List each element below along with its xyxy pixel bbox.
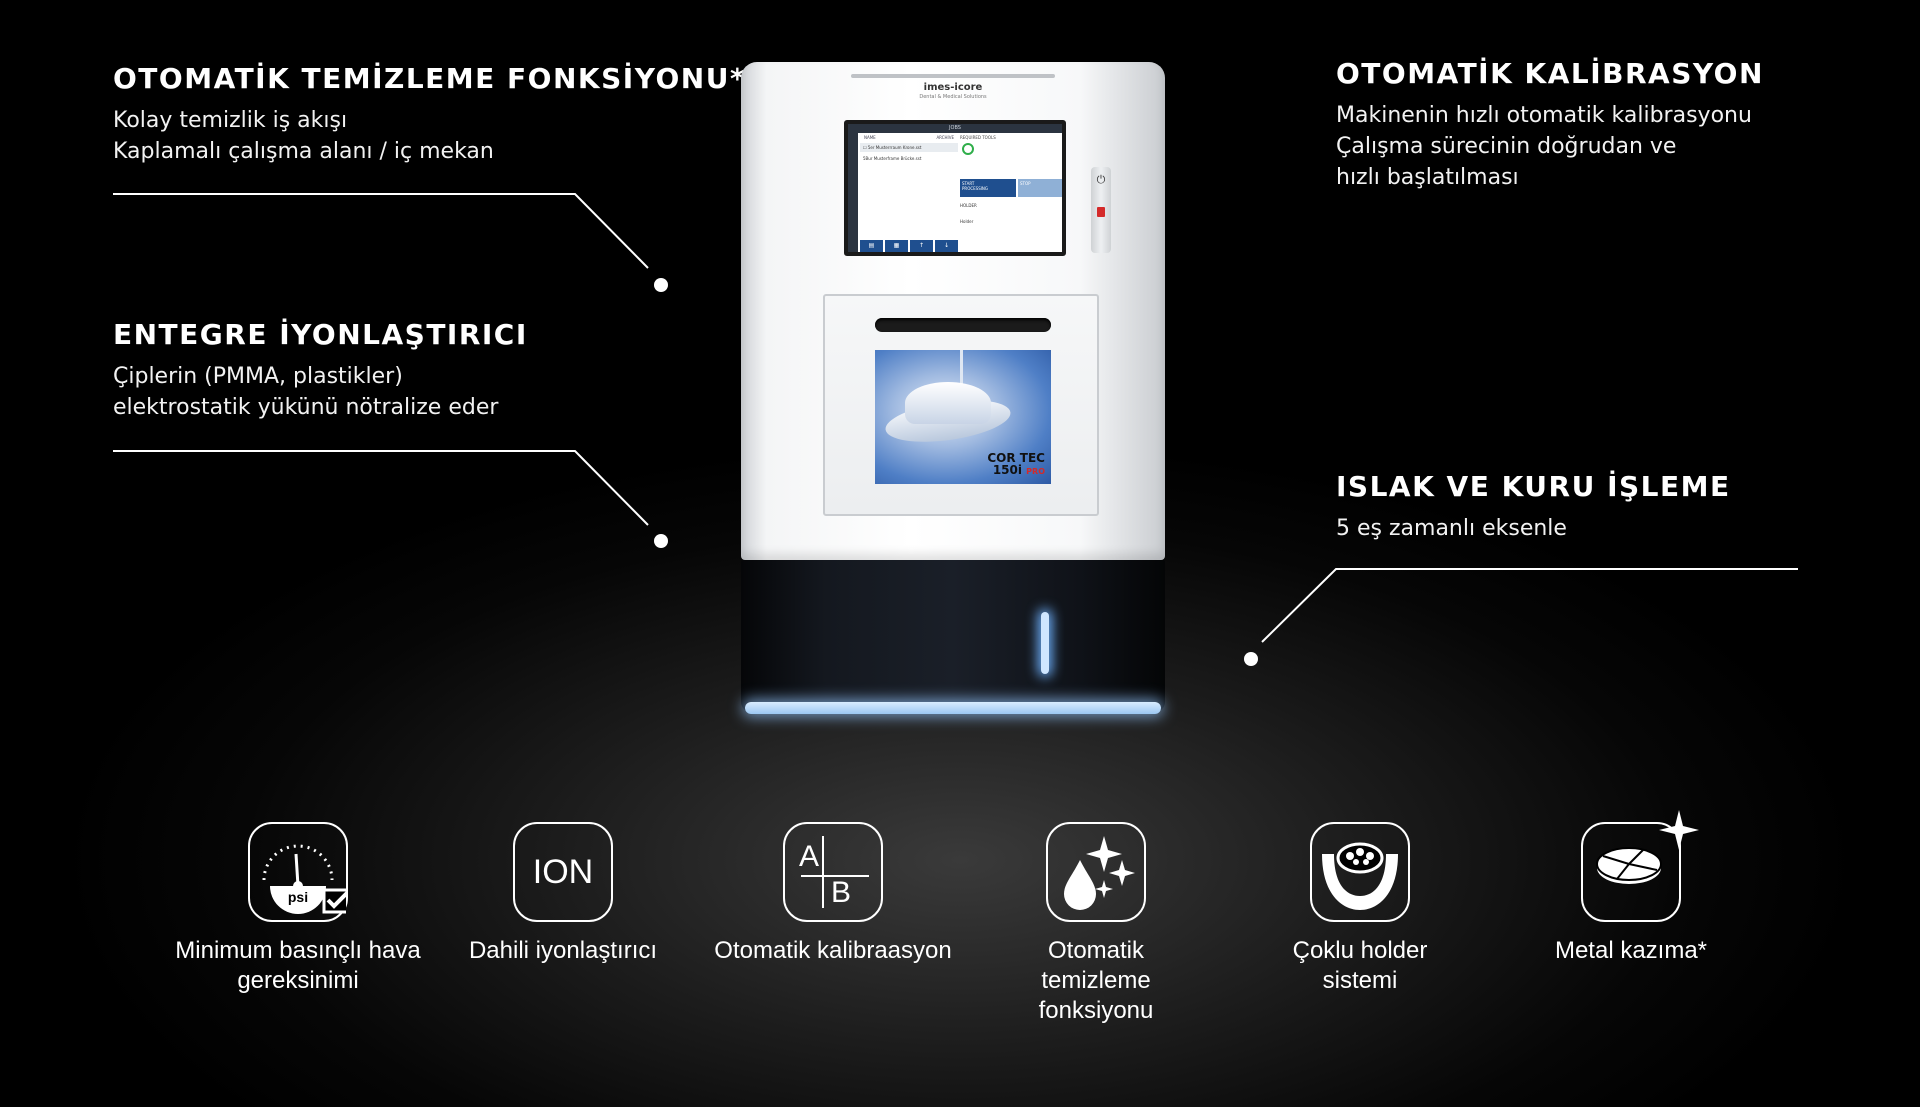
metal-disc-glyph — [1596, 810, 1699, 884]
calibration-cross — [801, 836, 869, 908]
icon-feature-multi-holder: Çoklu holder sistemi — [1250, 822, 1470, 996]
screen-list-header: NAME ARCHIVE — [860, 135, 958, 140]
feature-line: Çalışma sürecinin doğrudan ve — [1336, 134, 1677, 159]
screen-stop-button: STOP — [1018, 179, 1062, 197]
screen-start-button: START PROCESSING — [960, 179, 1016, 197]
calibration-ab-icon: A B — [783, 822, 883, 922]
feature-title: OTOMATİK KALİBRASYON — [1336, 57, 1764, 90]
screen-list-header-archive: ARCHIVE — [936, 135, 954, 140]
power-icon: ⏻ — [1096, 173, 1106, 186]
gauge-glyph: psi — [262, 844, 346, 914]
holder-hands-icon — [1310, 822, 1410, 922]
screen-required-tools-label: REQUIRED TOOLS — [960, 135, 996, 140]
feature-line: elektrostatik yükünü nötralize eder — [113, 395, 499, 420]
callout-line-wetdry — [1261, 568, 1798, 643]
feature-line: Çiplerin (PMMA, plastikler) — [113, 364, 403, 389]
feature-ionizer: ENTEGRE İYONLAŞTIRICI Çiplerin (PMMA, pl… — [113, 318, 528, 423]
glyph-b: B — [831, 876, 852, 909]
callout-dot-ion — [654, 534, 668, 548]
arrow-down-icon: ↓ — [935, 240, 958, 252]
callout-dot-wetdry — [1244, 652, 1258, 666]
ion-glyph: ION — [532, 853, 594, 891]
feature-wet-dry: ISLAK VE KURU İŞLEME 5 eş zamanlı eksenl… — [1336, 470, 1731, 544]
base-glow-strip — [745, 702, 1161, 714]
icon-feature-air-pressure: psi Minimum basınçlı hava gereksinimi — [175, 822, 421, 996]
screen-title: JOBS — [949, 125, 961, 131]
machine-base — [741, 560, 1165, 714]
brand-subtitle: Dental & Medical Solutions — [919, 94, 987, 100]
status-light-bar — [1041, 612, 1049, 674]
droplet-sparkle-icon — [1046, 822, 1146, 922]
brand-logo: imes-icore — [923, 82, 983, 93]
power-panel: ⏻ — [1091, 167, 1111, 253]
status-led — [1097, 207, 1105, 217]
model-suffix: PRO — [1026, 467, 1045, 476]
brand-slot — [851, 74, 1055, 78]
icon-feature-cleaning: Otomatik temizleme fonksiyonu — [986, 822, 1206, 1026]
screen-start-label: START — [962, 181, 975, 186]
screen-detail-panel: REQUIRED TOOLS START PROCESSING STOP HOL… — [960, 135, 1062, 252]
callout-dot-clean — [654, 278, 668, 292]
pressure-gauge-icon: psi — [248, 822, 348, 922]
feature-line: Kolay temizlik iş akışı — [113, 108, 348, 133]
screen-list-header-name: NAME — [864, 135, 876, 140]
save-icon: ▦ — [885, 240, 908, 252]
workpiece — [905, 382, 991, 424]
icon-feature-metal-milling: Metal kazıma* — [1521, 810, 1741, 966]
holder-glyph — [1322, 842, 1398, 910]
psi-label: psi — [288, 889, 308, 905]
check-circle-icon — [962, 143, 974, 155]
icon-feature-calibration: A B Otomatik kalibraasyon — [714, 822, 952, 966]
feature-line: hızlı başlatılması — [1336, 165, 1519, 190]
model-number-line: 150i PRO — [987, 464, 1045, 478]
feature-title: ISLAK VE KURU İŞLEME — [1336, 470, 1731, 503]
icon-label: Dahili iyonlaştırıcı — [468, 937, 658, 964]
icon-label: Çoklu holder sistemi — [1292, 937, 1428, 994]
machine-housing: imes-icore Dental & Medical Solutions JO… — [741, 62, 1165, 560]
feature-line: Makinenin hızlı otomatik kalibrasyonu — [1336, 103, 1752, 128]
screen-holder-row: Holder — [960, 219, 974, 224]
screen-list-item: ☐ 5er Musterrraum Krone.sst — [860, 143, 958, 152]
folder-icon: ▤ — [860, 240, 883, 252]
icon-label: Otomatik temizleme fonksiyonu — [1038, 937, 1154, 1024]
screen-list-item: 5Bur Musterframe Brücke.sst — [863, 156, 922, 161]
feature-title: OTOMATİK TEMİZLEME FONKSİYONU* — [113, 62, 747, 95]
feature-auto-calibration: OTOMATİK KALİBRASYON Makinenin hızlı oto… — [1336, 57, 1764, 193]
screen-sidebar — [848, 133, 858, 252]
spindle — [960, 350, 963, 390]
feature-auto-cleaning: OTOMATİK TEMİZLEME FONKSİYONU* Kolay tem… — [113, 62, 746, 167]
metal-disc-icon — [1581, 810, 1699, 922]
screen-job-list: NAME ARCHIVE ☐ 5er Musterrraum Krone.sst… — [860, 135, 958, 235]
callout-line-ion — [113, 450, 649, 526]
arrow-up-icon: ↑ — [910, 240, 933, 252]
screen-start-sublabel: PROCESSING — [962, 186, 989, 191]
feature-line: Kaplamalı çalışma alanı / iç mekan — [113, 139, 494, 164]
droplet-glyph — [1064, 836, 1135, 910]
glyph-a: A — [799, 840, 820, 873]
icon-label: Minimum basınçlı hava gereksinimi — [175, 937, 421, 994]
screen-title-bar: JOBS — [848, 124, 1062, 133]
feature-line: 5 eş zamanlı eksenle — [1336, 516, 1567, 541]
machine-door: COR TEC 150i PRO — [823, 294, 1099, 516]
model-name: COR TEC — [987, 451, 1045, 465]
door-window: COR TEC 150i PRO — [875, 350, 1051, 484]
icon-label: Metal kazıma* — [1554, 937, 1708, 964]
touch-screen: JOBS NAME ARCHIVE ☐ 5er Musterrraum Kron… — [844, 120, 1066, 256]
feature-title: ENTEGRE İYONLAŞTIRICI — [113, 318, 528, 351]
screen-nav-bar: ▤ ▦ ↑ ↓ — [860, 240, 958, 252]
milling-machine-image: imes-icore Dental & Medical Solutions JO… — [733, 62, 1173, 722]
model-number: 150i — [992, 463, 1022, 477]
callout-line-clean — [113, 193, 649, 269]
screen-stop-label: STOP — [1020, 181, 1031, 186]
icon-label: Otomatik kalibraasyon — [714, 937, 952, 964]
model-label: COR TEC 150i PRO — [987, 452, 1045, 478]
door-handle — [875, 318, 1051, 332]
screen-content: JOBS NAME ARCHIVE ☐ 5er Musterrraum Kron… — [848, 124, 1062, 252]
screen-holder-heading: HOLDER — [960, 203, 977, 208]
icon-feature-ionizer: ION Dahili iyonlaştırıcı — [453, 822, 673, 966]
ion-icon: ION — [513, 822, 613, 922]
